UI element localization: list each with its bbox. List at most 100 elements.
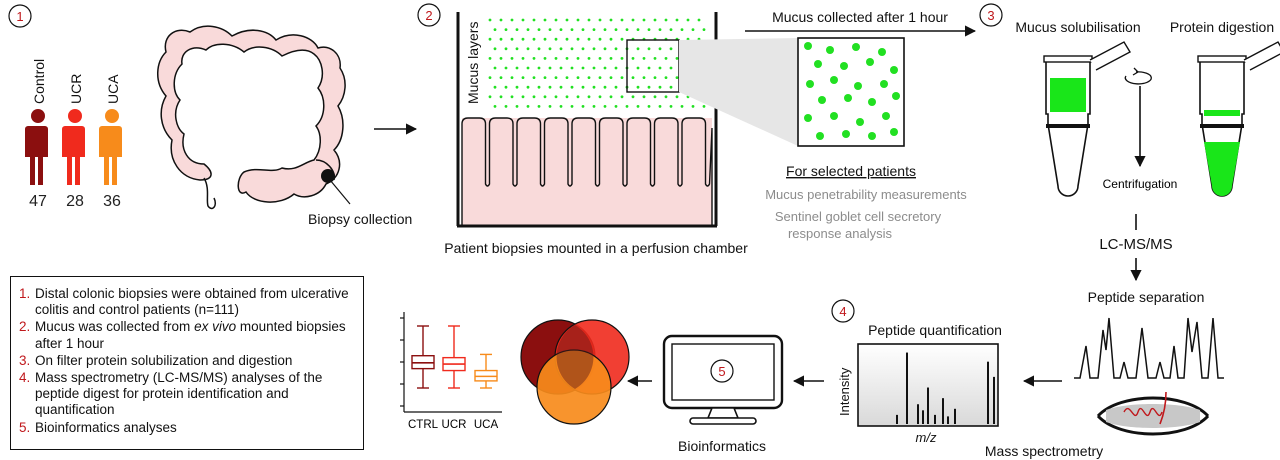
mucus-dot <box>631 57 635 60</box>
group-label-uca: UCA <box>105 74 121 104</box>
box-category-ucr: UCR <box>442 419 467 431</box>
mucus-dot <box>664 18 668 22</box>
mass-spectrometry-label: Mass spectrometry <box>985 443 1103 459</box>
step-3-badge: 3 <box>979 3 1003 27</box>
mucus-dot <box>554 76 558 79</box>
legend-item-1: 1.Distal colonic biopsies were obtained … <box>19 286 349 318</box>
mucus-dot <box>526 66 530 70</box>
zoom-dot <box>868 98 876 106</box>
mucus-dot <box>521 95 525 99</box>
zoom-inset-dots <box>804 42 900 140</box>
mucus-dot <box>702 105 706 108</box>
mucus-dot <box>548 47 552 51</box>
mucus-dot <box>642 18 646 22</box>
mucus-dot <box>537 28 541 31</box>
group-label-control: Control <box>31 59 47 104</box>
mucus-dot <box>603 105 607 108</box>
summary-legend: 1.Distal colonic biopsies were obtained … <box>10 276 364 450</box>
solubilisation-label: Mucus solubilisation <box>1015 19 1140 35</box>
bioinformatics-label: Bioinformatics <box>678 438 766 454</box>
mucus-dot <box>598 57 602 60</box>
mucus-dot <box>680 105 684 108</box>
mucus-dot <box>581 47 585 51</box>
mucus-dot <box>587 76 591 79</box>
penetrability-text: Mucus penetrability measurements <box>765 187 967 202</box>
mucus-dot <box>691 28 695 31</box>
mucus-dot <box>642 95 646 99</box>
venn-circle-uca <box>536 349 612 425</box>
mucus-dot <box>620 76 624 79</box>
mucus-dot <box>609 76 613 79</box>
mucus-dot <box>570 28 574 31</box>
mucus-dot <box>559 66 563 70</box>
mucus-dot <box>515 66 519 70</box>
legend-item-2: 2.Mucus was collected from ex vivo mount… <box>19 319 346 351</box>
zoom-dot <box>890 66 898 74</box>
chromatogram-trace <box>1074 317 1224 379</box>
mucus-dot <box>592 105 596 108</box>
mucus-dot <box>609 95 613 99</box>
mucus-dot <box>603 66 607 70</box>
mucus-dot <box>631 18 635 22</box>
mucus-dot <box>532 95 536 99</box>
zoom-dot <box>806 80 814 88</box>
intensity-axis-label: Intensity <box>837 367 852 416</box>
mucus-dot <box>559 47 563 51</box>
biopsy-pointer <box>329 179 351 205</box>
mucus-dot <box>653 18 657 22</box>
mucus-dot <box>504 105 508 108</box>
mucus-dot <box>664 95 668 99</box>
mucus-dot <box>592 28 596 31</box>
mucus-dot <box>537 85 541 89</box>
mucus-dot <box>532 18 536 22</box>
mucus-dot <box>488 57 492 60</box>
mucus-dot <box>515 28 519 31</box>
colon-illustration <box>157 25 346 210</box>
mucus-dot <box>581 28 585 31</box>
mucus-dot <box>675 95 679 99</box>
mucus-dot <box>680 28 684 31</box>
mucus-dot <box>658 28 662 31</box>
mucus-dot <box>493 85 497 89</box>
mucus-dot <box>488 37 492 41</box>
mucus-dot <box>598 95 602 99</box>
mucus-dot <box>565 37 569 41</box>
zoom-dot <box>844 94 852 102</box>
perfusion-chamber <box>456 12 718 228</box>
mucus-collected-label: Mucus collected after 1 hour <box>772 9 948 25</box>
mucus-dot <box>559 28 563 31</box>
mucus-dot <box>647 85 651 89</box>
sentinel-text-line-2: response analysis <box>788 226 893 241</box>
mucus-dot <box>488 18 492 22</box>
mucus-dot <box>620 18 624 22</box>
zoom-inset <box>797 37 905 147</box>
mucus-dot <box>499 57 503 60</box>
mucus-dot <box>581 66 585 70</box>
mucus-dot <box>592 85 596 89</box>
mucus-dot <box>576 57 580 60</box>
mucus-dot <box>554 57 558 60</box>
mucus-dot <box>521 18 525 22</box>
ucr-person-icon <box>62 109 85 185</box>
for-selected-heading: For selected patients <box>786 163 916 179</box>
mucus-dot <box>570 85 574 89</box>
mucus-dot <box>493 105 497 108</box>
mucus-dot <box>499 95 503 99</box>
mucus-dot <box>675 76 679 79</box>
mucus-dot <box>587 57 591 60</box>
mucus-dot <box>614 47 618 51</box>
svg-text:2: 2 <box>425 8 432 23</box>
group-label-ucr: UCR <box>68 74 84 104</box>
mucus-dot <box>499 37 503 41</box>
mucus-dot <box>642 57 646 60</box>
mucus-dot <box>592 47 596 51</box>
chamber-caption: Patient biopsies mounted in a perfusion … <box>444 240 748 256</box>
mucus-dot <box>631 95 635 99</box>
rotation-icon <box>1124 67 1152 85</box>
mucus-dot <box>647 105 651 108</box>
group-count-ucr: 28 <box>66 193 84 210</box>
spectrum-bars <box>896 352 995 424</box>
svg-text:5: 5 <box>718 364 725 379</box>
mucus-dot <box>537 66 541 70</box>
uca-person-icon <box>99 109 122 185</box>
